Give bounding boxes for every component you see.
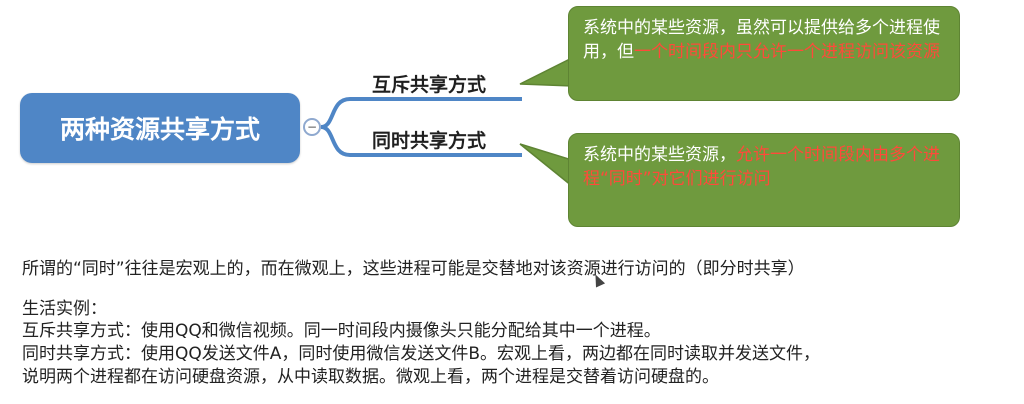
- branch-connector-2: [320, 125, 522, 157]
- example-mutual-exclusive: 互斥共享方式：使用QQ和微信视频。同一时间段内摄像头只能分配给其中一个进程。: [22, 321, 661, 341]
- collapse-toggle-button[interactable]: −: [303, 118, 321, 136]
- branch-simultaneous[interactable]: 同时共享方式: [372, 130, 487, 152]
- root-label: 两种资源共享方式: [59, 115, 260, 144]
- callout-simultaneous-note: 系统中的某些资源，允许一个时间段内由多个进程“同时”对它们进行访问: [568, 133, 960, 227]
- callout-mutual-exclusive-note: 系统中的某些资源，虽然可以提供给多个进程使用，但一个时间段内只允许一个进程访问该…: [568, 6, 960, 101]
- explanation-line: 所谓的“同时”往往是宏观上的，而在微观上，这些进程可能是交替地对该资源进行访问的…: [22, 259, 805, 279]
- minus-icon: −: [306, 120, 318, 134]
- example-simultaneous-line1: 同时共享方式：使用QQ发送文件A，同时使用微信发送文件B。宏观上看，两边都在同时…: [22, 344, 821, 364]
- callout-pointer-2: [519, 143, 573, 188]
- branch-mutual-exclusive[interactable]: 互斥共享方式: [372, 74, 487, 96]
- callout-pointer-1: [519, 56, 573, 87]
- example-heading: 生活实例：: [22, 299, 107, 319]
- example-simultaneous-line2: 说明两个进程都在访问硬盘资源，从中读取数据。微观上看，两个进程是交替着访问硬盘的…: [22, 367, 719, 387]
- callout-2-highlight: 允许一个时间段内由多个进程“同时”对它们进行访问: [583, 145, 940, 189]
- callout-2-text: 系统中的某些资源，: [583, 145, 736, 165]
- branch-connector-1: [320, 97, 522, 129]
- callout-1-text: 系统中的某些资源，虽然可以提供给多个进程使用，但: [583, 18, 940, 62]
- callout-1-highlight: 一个时间段内只允许一个进程访问该资源: [634, 42, 940, 62]
- mindmap-root-node[interactable]: 两种资源共享方式: [20, 93, 300, 163]
